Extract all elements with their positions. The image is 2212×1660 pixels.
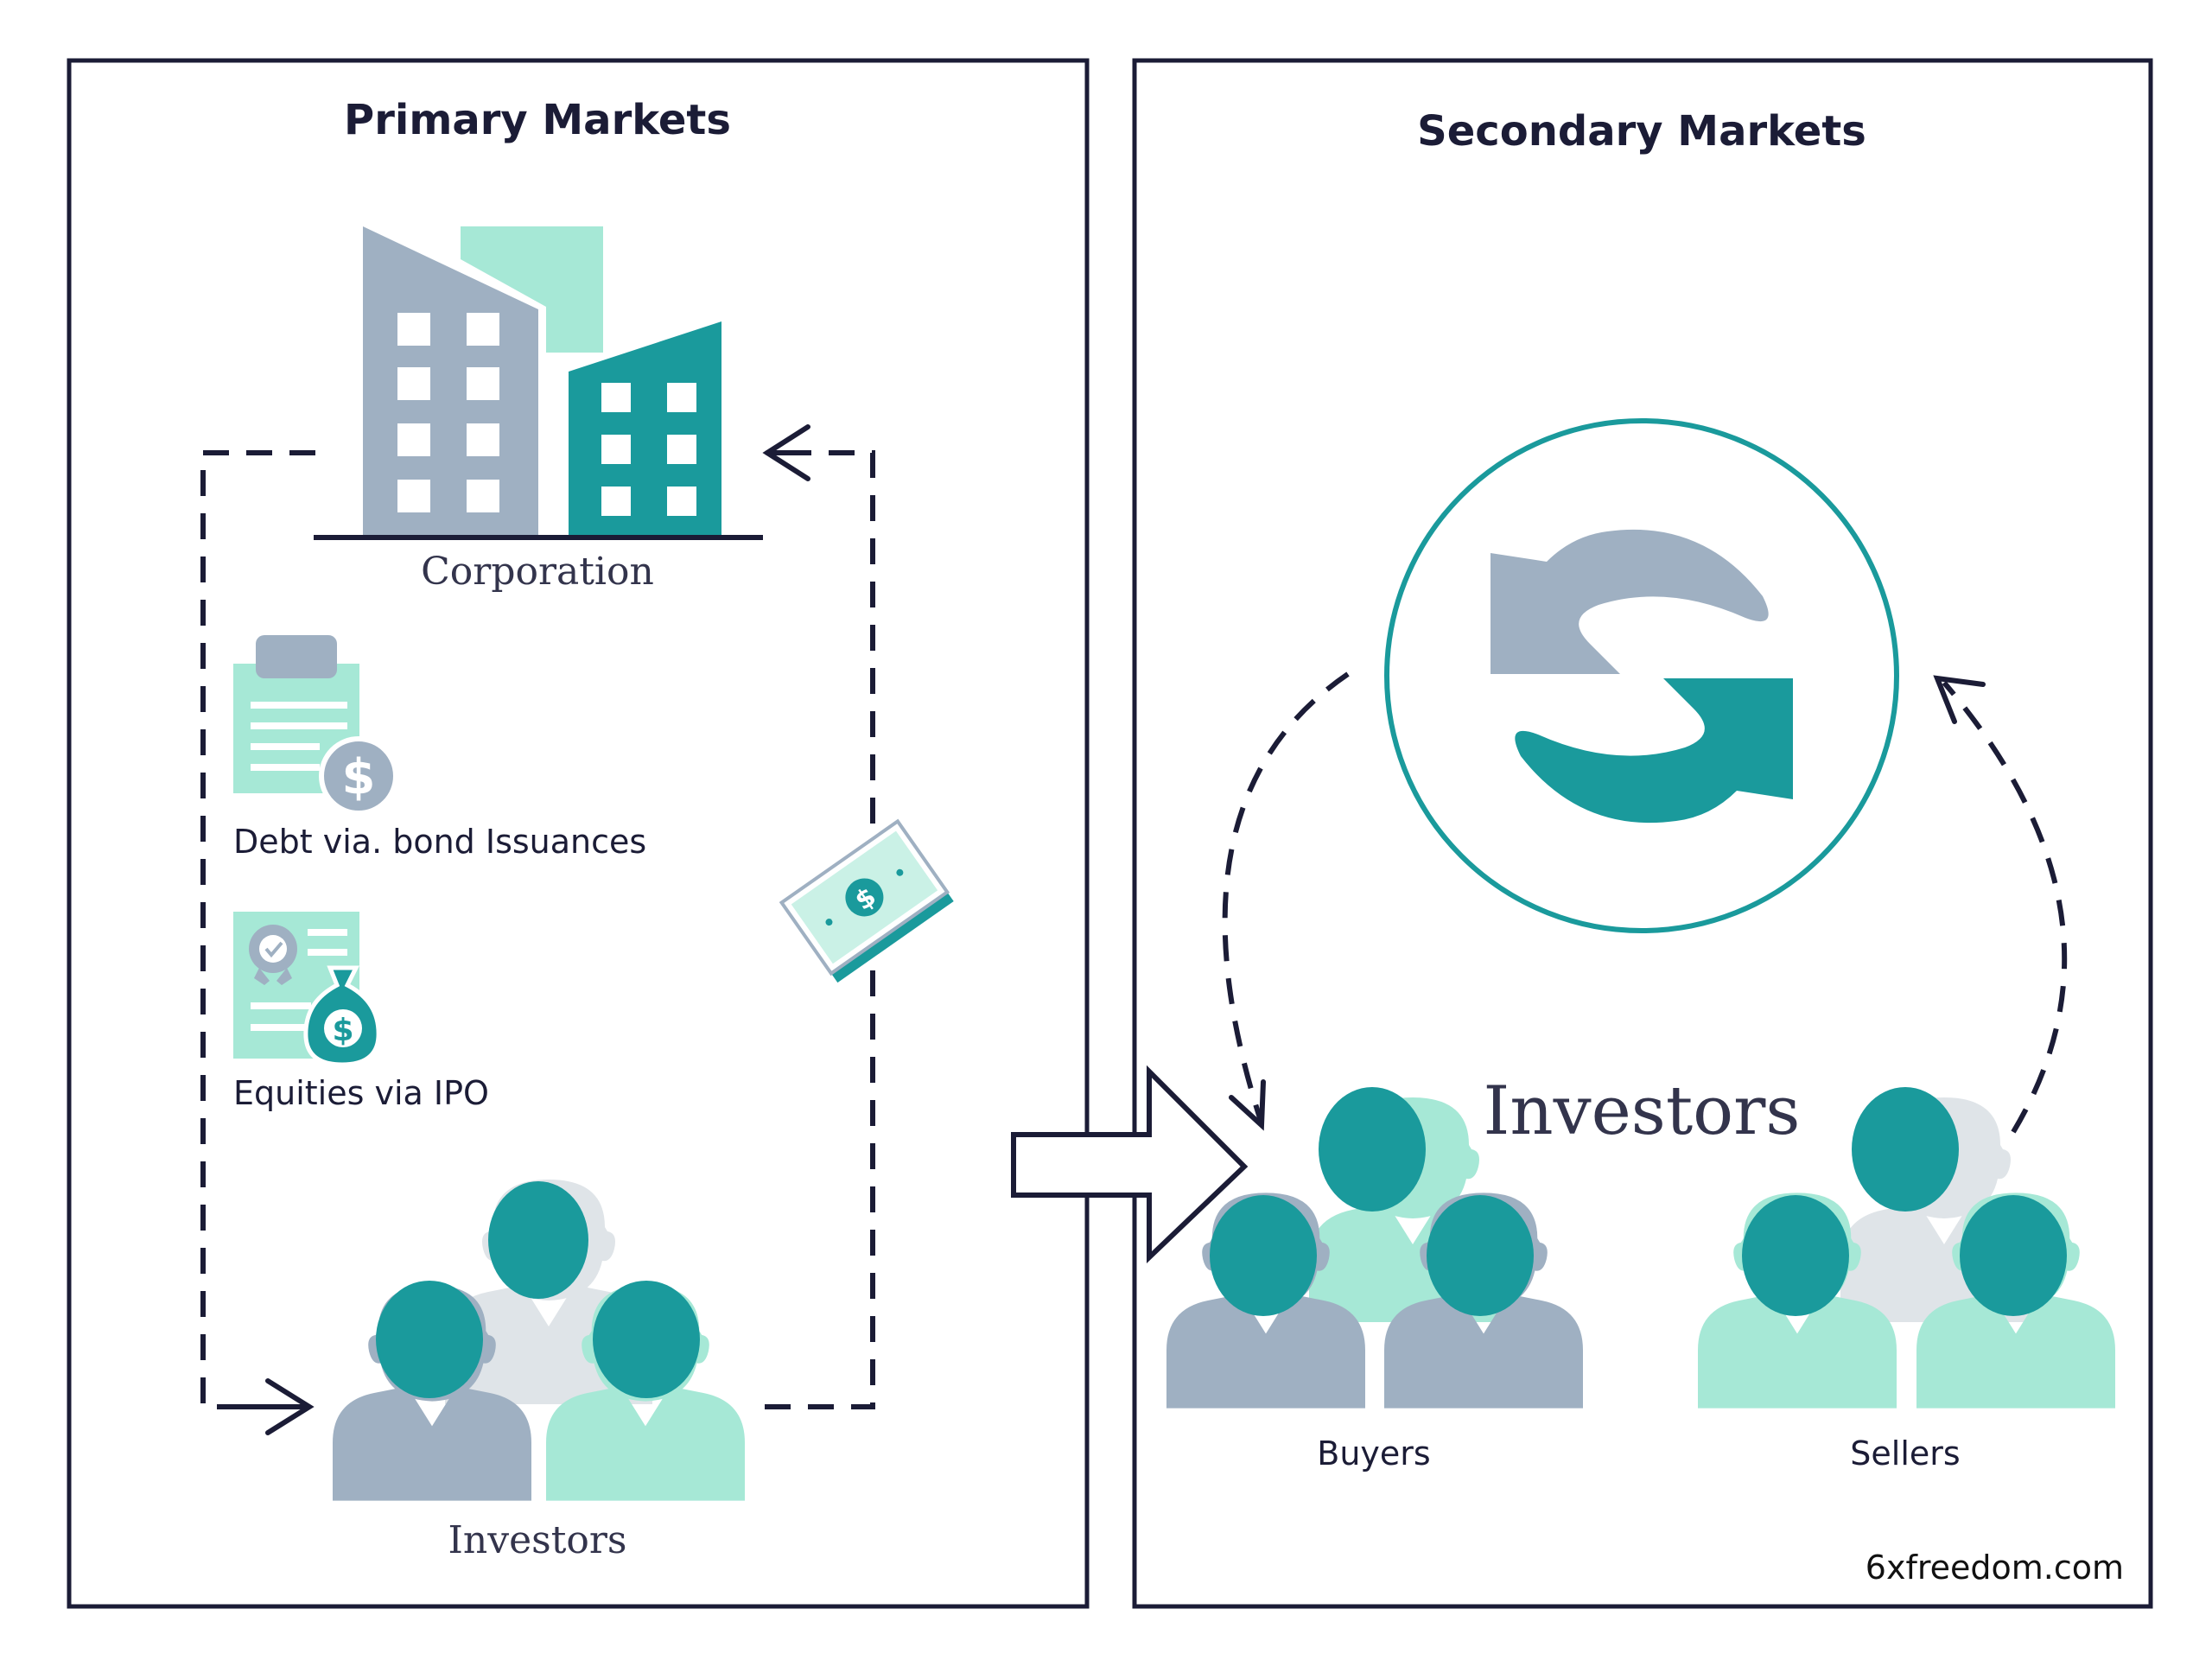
primary-title: Primary Markets: [344, 96, 731, 144]
cash-bundle-icon: $: [779, 818, 954, 983]
primary-investors-label: Investors: [448, 1518, 627, 1562]
bond-clipboard-icon: $: [233, 635, 398, 816]
transition-arrow-icon: [1011, 1065, 1249, 1264]
equity-label: Equities via IPO: [233, 1074, 489, 1112]
arrowhead-to-buyers-icon: [1229, 1079, 1266, 1131]
secondary-title: Secondary Markets: [1417, 107, 1866, 156]
svg-text:$: $: [332, 1013, 353, 1048]
primary-panel: [67, 58, 1090, 1609]
buyers-group-icon: [1166, 1087, 1583, 1409]
watermark-text: 6xfreedom.com: [1866, 1549, 2124, 1587]
arc-to-buyers: [1222, 671, 1350, 1124]
corporation-building-icon: [314, 226, 763, 540]
primary-investors-group-icon: [333, 1180, 745, 1501]
sellers-group-icon: [1698, 1087, 2115, 1409]
secondary-panel: [1132, 58, 2153, 1609]
buyers-label: Buyers: [1317, 1434, 1430, 1472]
arrowhead-to-cycle-icon: [1933, 675, 1986, 724]
arrowhead-to-corporation-icon: [762, 424, 810, 481]
debt-label: Debt via. bond Issuances: [233, 823, 646, 861]
svg-text:$: $: [342, 749, 376, 805]
corporation-label: Corporation: [421, 550, 654, 594]
arrowhead-to-investors-icon: [239, 1378, 315, 1435]
secondary-investors-label: Investors: [1484, 1072, 1801, 1150]
arc-from-sellers: [1942, 681, 2068, 1134]
equity-certificate-icon: $: [233, 912, 381, 1067]
sellers-label: Sellers: [1850, 1434, 1960, 1472]
exchange-cycle-icon: [1384, 418, 1899, 933]
